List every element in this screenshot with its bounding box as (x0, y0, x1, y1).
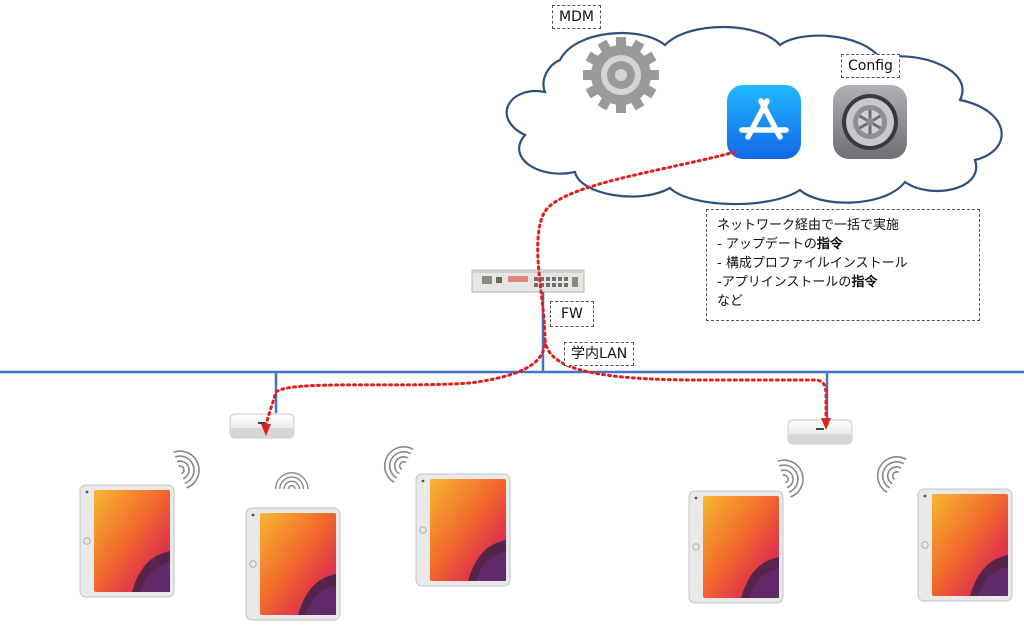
arrowhead-left (261, 424, 271, 436)
wifi-signal-icon (869, 449, 907, 494)
ipad-icon (917, 488, 1013, 602)
ipad-icon (245, 507, 341, 621)
mdm-label: MDM (552, 5, 601, 29)
wifi-signal-icon (376, 439, 414, 484)
arrowhead-right (821, 418, 831, 430)
mdm-functions-note: ネットワーク経由で一括で実施 - アップデートの指令 - 構成プロファイルインス… (706, 209, 980, 321)
app-store-icon (727, 85, 801, 159)
note-line: - アップデートの指令 (717, 237, 843, 252)
settings-icon (833, 85, 907, 159)
wifi-signal-icon (776, 453, 810, 498)
ipad-icon (79, 484, 175, 598)
note-line: など (717, 294, 744, 309)
wifi-signal-icon (274, 472, 309, 490)
ipad-icon (688, 490, 784, 604)
dotted-path-to-right-ap (543, 338, 828, 420)
config-label: Config (841, 54, 900, 78)
firewall-appliance-icon (471, 269, 585, 293)
note-line: ネットワーク経由で一括で実施 (717, 218, 900, 233)
fw-label: FW (550, 301, 594, 327)
ipad-icon (415, 473, 511, 587)
note-line: - 構成プロファイルインストール (717, 256, 908, 271)
wireless-access-point-right (787, 419, 853, 445)
wifi-signal-icon (172, 444, 206, 489)
gear-cog-icon (583, 37, 659, 113)
note-line: -アプリインストールの指令 (717, 275, 878, 290)
lan-label: 学内LAN (564, 342, 635, 366)
